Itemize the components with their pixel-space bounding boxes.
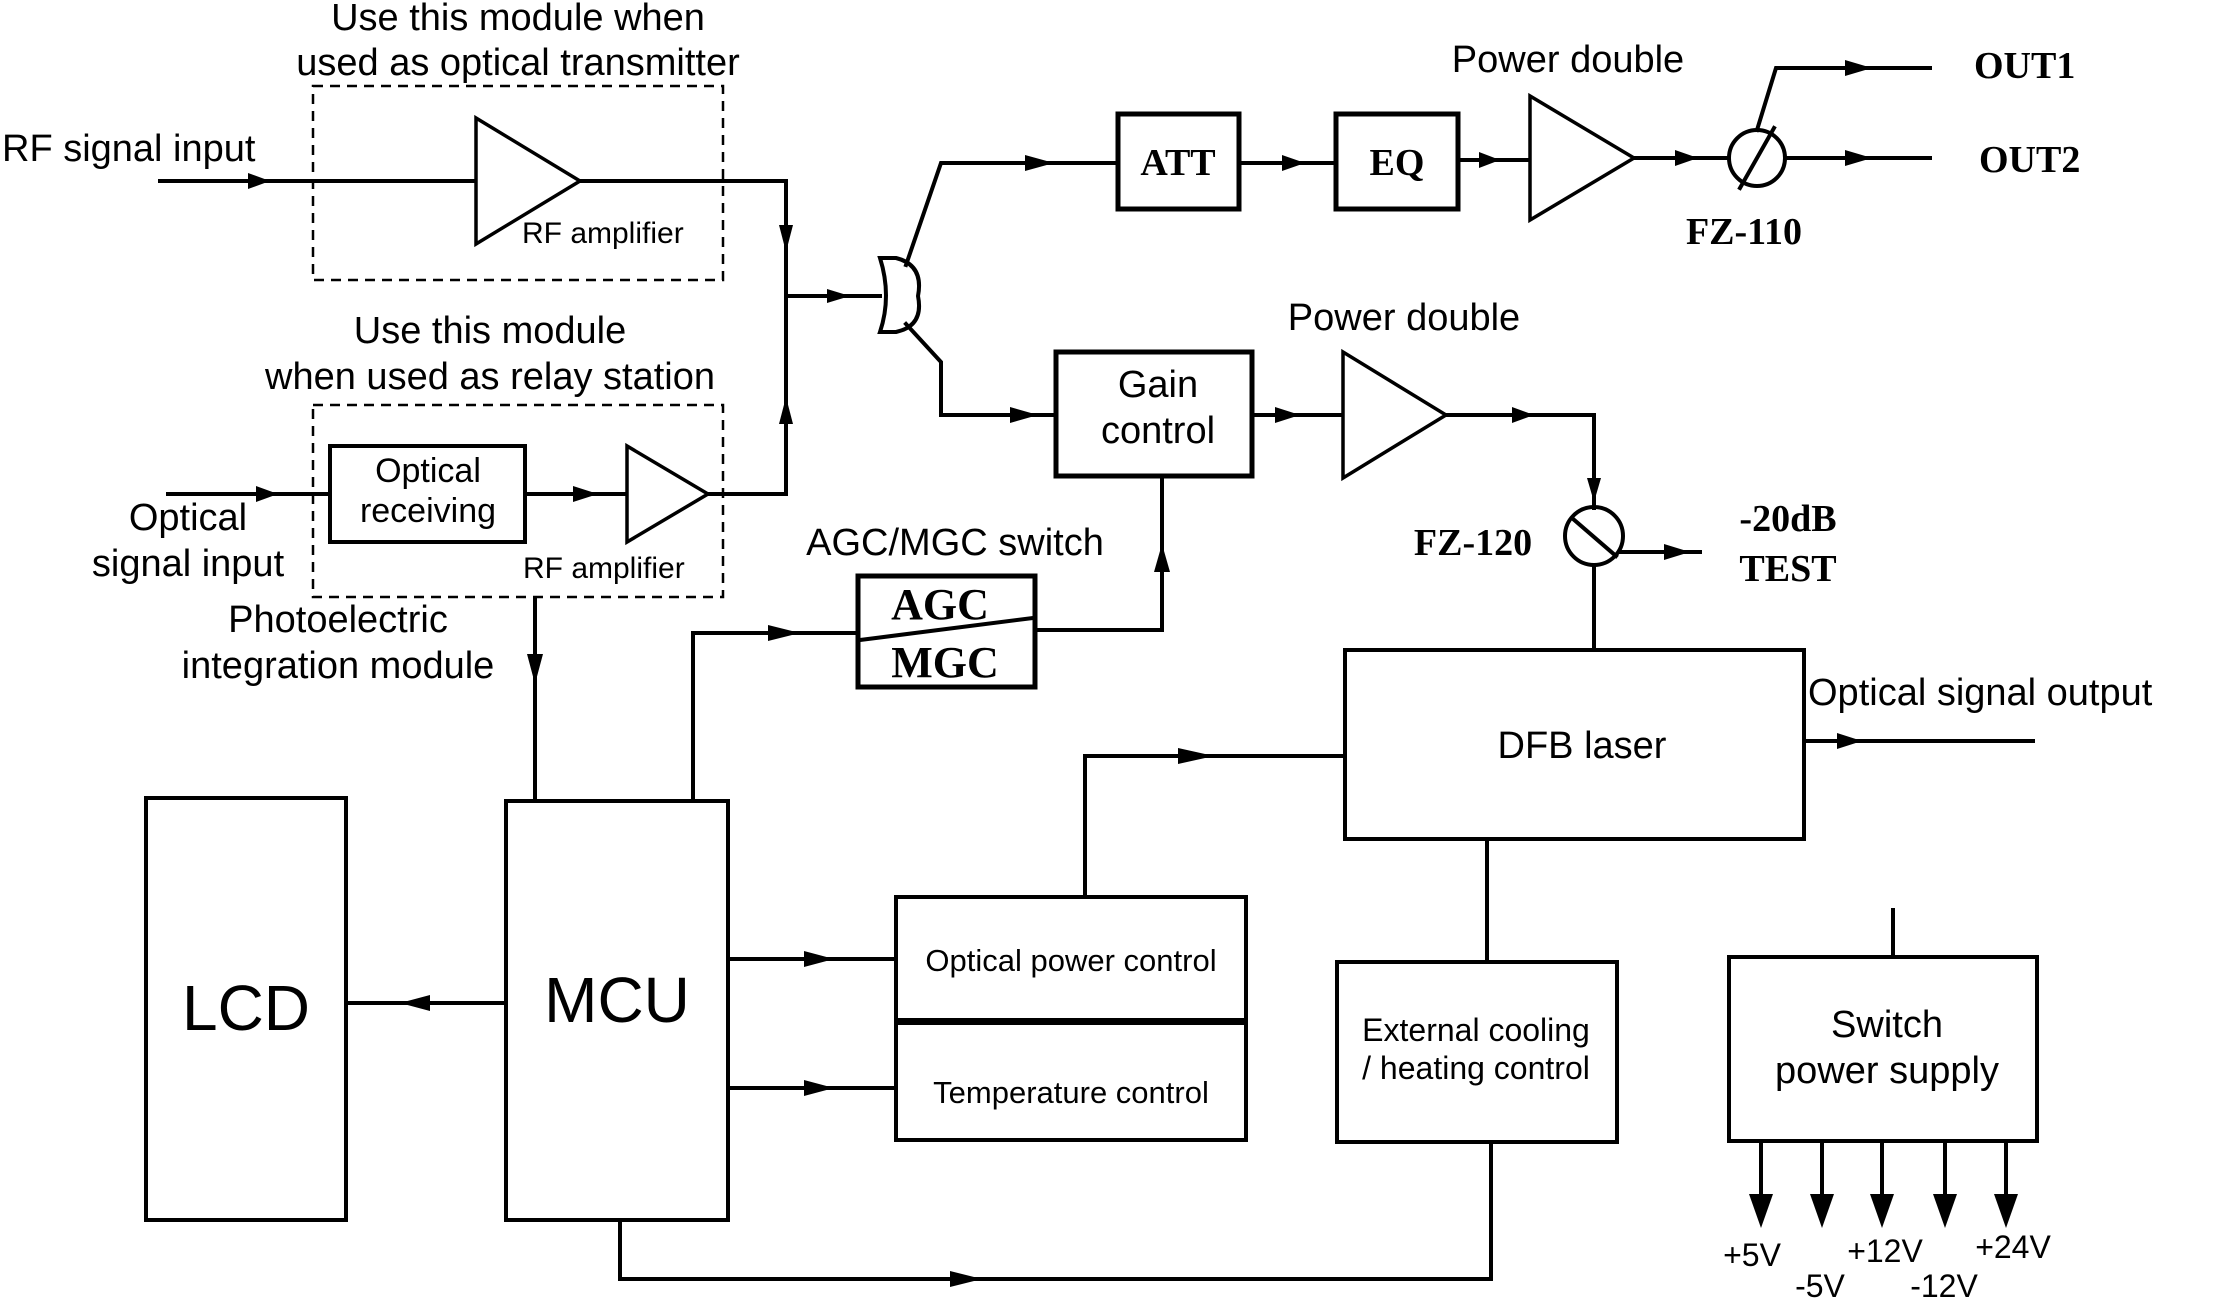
power-double-mid-label: Power double: [1288, 297, 1520, 339]
fz-120-label: FZ-120: [1414, 522, 1532, 564]
relay-module-label-1: Use this module: [354, 310, 626, 352]
lcd-label: LCD: [182, 972, 310, 1044]
agc-mgc-box: [855, 573, 1038, 690]
agc-mgc-divider: [857, 615, 1036, 643]
out1-label: OUT1: [1974, 45, 2075, 87]
optical-receiving-label-2: receiving: [360, 492, 496, 530]
rf-amplifier-top-label: RF amplifier: [522, 217, 684, 250]
external-cooling-label-1: External cooling: [1362, 1012, 1590, 1048]
gain-control-label-2: control: [1101, 410, 1215, 452]
mcu-box: [504, 799, 730, 1222]
optical-signal-input-label-2: signal input: [92, 543, 285, 585]
agc-mgc-switch-label: AGC/MGC switch: [806, 522, 1104, 564]
signal-splitter: [877, 256, 921, 334]
fz-120-coupler: [1563, 505, 1625, 567]
transmitter-module-label-2: used as optical transmitter: [296, 42, 740, 84]
rf-amplifier-bottom-label: RF amplifier: [523, 552, 685, 585]
plus-24v-label: +24V: [1975, 1229, 2051, 1265]
test-label-1: -20dB: [1739, 498, 1836, 540]
gain-control-box: [1053, 349, 1255, 479]
eq-box: [1333, 111, 1461, 212]
dfb-laser-box: [1343, 648, 1806, 841]
temperature-control-label: Temperature control: [933, 1075, 1209, 1110]
photoelectric-label-1: Photoelectric: [228, 599, 448, 641]
rf-signal-input-label: RF signal input: [2, 128, 256, 170]
power-double-top-triangle: [1528, 92, 1638, 224]
switch-power-supply-box: [1727, 955, 2039, 1143]
temperature-control-box: [894, 1021, 1248, 1142]
lcd-box: [144, 796, 348, 1222]
test-label-2: TEST: [1739, 548, 1836, 590]
transmitter-module-label-1: Use this module when: [331, 0, 705, 39]
optical-power-control-label: Optical power control: [925, 943, 1216, 978]
photoelectric-label-2: integration module: [182, 645, 495, 687]
switch-power-supply-label-2: power supply: [1775, 1050, 1999, 1092]
minus-12v-label: -12V: [1910, 1268, 1978, 1301]
plus-12v-label: +12V: [1847, 1233, 1923, 1269]
external-cooling-box: [1335, 960, 1619, 1144]
relay-module-frame: [311, 403, 725, 599]
optical-signal-output-label: Optical signal output: [1808, 672, 2153, 714]
fz-110-coupler: [1727, 125, 1787, 191]
relay-module-label-2: when used as relay station: [264, 356, 715, 398]
power-double-top-label: Power double: [1452, 39, 1684, 81]
mgc-label: MGC: [891, 638, 999, 687]
external-cooling-label-2: / heating control: [1362, 1050, 1590, 1086]
fz-110-label: FZ-110: [1686, 211, 1802, 253]
optical-receiving-box: [328, 444, 527, 544]
gain-control-label-1: Gain: [1118, 364, 1198, 406]
att-label: ATT: [1140, 142, 1215, 184]
att-box: [1115, 111, 1242, 212]
agc-label: AGC: [891, 580, 989, 629]
optical-power-control-box: [894, 895, 1248, 1022]
minus-5v-label: -5V: [1795, 1268, 1845, 1301]
power-double-mid-triangle: [1341, 348, 1450, 482]
dfb-laser-label: DFB laser: [1498, 725, 1667, 767]
plus-5v-label: +5V: [1723, 1237, 1781, 1273]
rf-amplifier-bottom-triangle: [625, 442, 712, 546]
optical-receiving-label-1: Optical: [375, 452, 481, 490]
eq-label: EQ: [1370, 142, 1425, 184]
arrowheads: [248, 60, 2018, 1287]
out2-label: OUT2: [1979, 139, 2080, 181]
rf-amplifier-top-triangle: [474, 114, 584, 248]
optical-signal-input-label-1: Optical: [129, 497, 247, 539]
mcu-label: MCU: [544, 964, 690, 1036]
switch-power-supply-label-1: Switch: [1831, 1004, 1943, 1046]
